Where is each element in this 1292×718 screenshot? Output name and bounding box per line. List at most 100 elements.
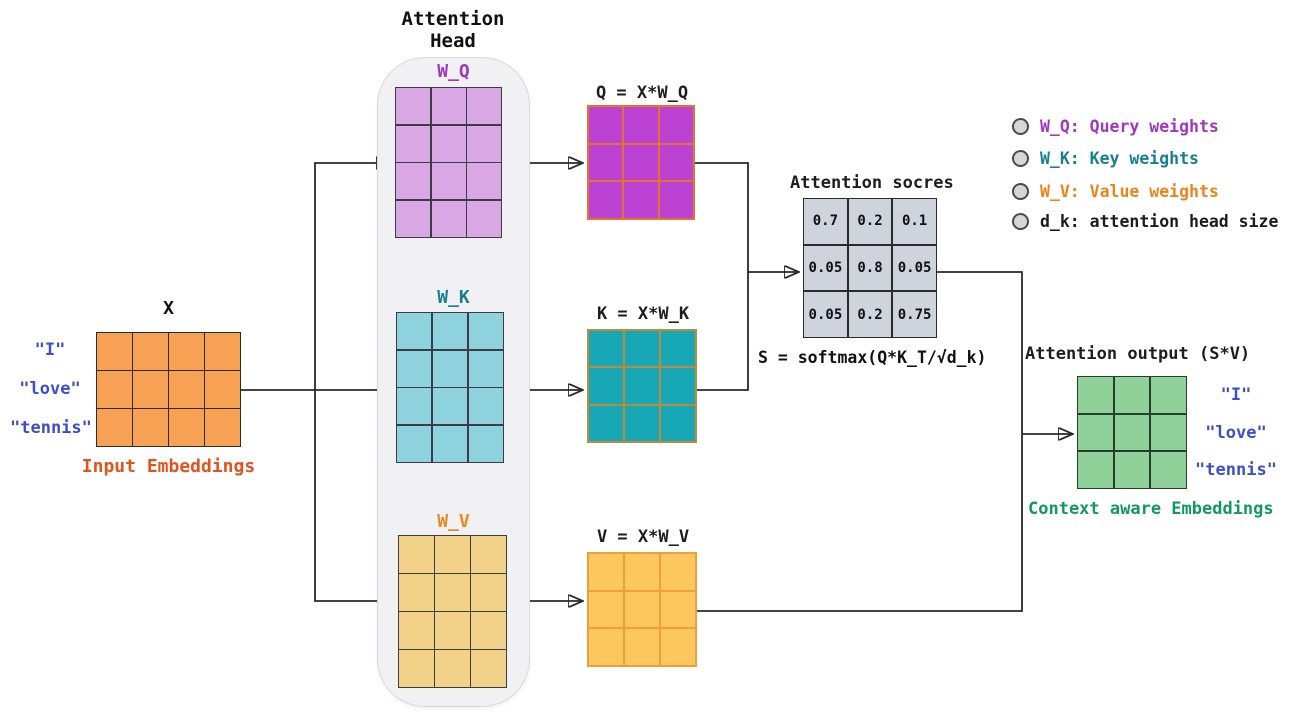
legend-label: W_V: Value weights [1040, 182, 1219, 201]
matrix-cell [589, 144, 623, 181]
legend-item-dk: d_k: attention head size [1012, 212, 1278, 231]
input-row-label: "I" [34, 340, 66, 360]
scores-title: Attention socres [790, 173, 954, 193]
legend-bullet-icon [1012, 213, 1029, 230]
output-row-label: "tennis" [1195, 460, 1277, 480]
matrix-cell [625, 629, 659, 665]
input-caption: Input Embeddings [81, 456, 256, 477]
matrix-cell [397, 350, 432, 387]
matrix-cell [625, 591, 659, 628]
matrix-cell [625, 554, 659, 590]
matrix-cell [435, 574, 470, 611]
matrix-cell [468, 388, 503, 425]
matrix-cell [467, 200, 501, 237]
matrix-cell [432, 313, 468, 350]
wire-k-to-scores [697, 272, 749, 391]
matrix-cell [471, 574, 506, 611]
matrix-cell [661, 368, 695, 404]
matrix-cell: 0.2 [848, 292, 892, 337]
matrix-cell [661, 629, 695, 665]
output-title: Attention output (S*V) [1025, 344, 1251, 364]
matrix-cell [397, 425, 432, 462]
matrix-cell [1078, 452, 1113, 488]
matrix-cell [397, 313, 432, 350]
q-label: Q = X*W_Q [595, 83, 689, 103]
matrix-cell [625, 405, 659, 441]
matrix-cell [169, 333, 204, 370]
matrix-cell [97, 333, 132, 370]
matrix-cell: 0.8 [848, 245, 892, 291]
matrix-cell [589, 629, 623, 665]
matrix-cell [133, 409, 168, 446]
matrix-cell [432, 425, 468, 462]
legend-label: W_K: Key weights [1040, 149, 1199, 168]
matrix-cell [97, 409, 132, 446]
matrix-cell: 0.75 [893, 292, 936, 337]
matrix-cell [396, 200, 430, 237]
matrix-cell [468, 425, 503, 462]
matrix-cell [1114, 377, 1150, 413]
matrix-cell [399, 574, 434, 611]
matrix-cell [432, 388, 468, 425]
wv-matrix [398, 535, 507, 688]
legend-label: d_k: attention head size [1040, 212, 1279, 231]
legend-bullet-icon [1012, 118, 1029, 135]
matrix-cell [1114, 414, 1150, 451]
matrix-cell [397, 388, 432, 425]
q-matrix [587, 105, 695, 220]
matrix-cell [624, 182, 658, 218]
wq-label: W_Q [437, 61, 470, 82]
input-row-label: "tennis" [10, 418, 92, 438]
wq-matrix [395, 87, 502, 238]
matrix-cell [659, 182, 693, 218]
k-matrix [587, 329, 697, 443]
matrix-cell [399, 612, 434, 649]
v-matrix [587, 552, 697, 667]
matrix-cell [589, 591, 623, 628]
matrix-cell [1151, 377, 1186, 413]
matrix-cell [589, 182, 623, 218]
matrix-cell [467, 163, 501, 200]
matrix-cell [431, 163, 466, 200]
matrix-cell [399, 536, 434, 573]
matrix-cell [435, 612, 470, 649]
matrix-cell [1078, 377, 1113, 413]
matrix-cell [589, 107, 623, 143]
matrix-cell [1151, 452, 1186, 488]
v-label: V = X*W_V [596, 527, 690, 547]
output-caption: Context aware Embeddings [1028, 499, 1274, 519]
matrix-cell [396, 88, 430, 125]
matrix-cell [471, 612, 506, 649]
matrix-cell [589, 554, 623, 590]
legend-item-wq: W_Q: Query weights [1012, 117, 1219, 136]
wk-label: W_K [437, 287, 470, 308]
legend-label: W_Q: Query weights [1040, 117, 1219, 136]
matrix-cell [467, 88, 501, 125]
matrix-cell [133, 371, 168, 408]
matrix-cell: 0.05 [804, 292, 847, 337]
matrix-cell [435, 650, 470, 687]
input-row-label: "love" [19, 379, 81, 399]
matrix-cell [661, 554, 695, 590]
k-label: K = X*W_K [596, 304, 690, 324]
matrix-cell [399, 650, 434, 687]
matrix-cell: 0.05 [893, 245, 936, 291]
matrix-cell [431, 125, 466, 162]
matrix-cell [624, 107, 658, 143]
matrix-cell [169, 409, 204, 446]
matrix-cell [205, 409, 240, 446]
matrix-cell [661, 405, 695, 441]
legend-bullet-icon [1012, 183, 1029, 200]
legend-item-wk: W_K: Key weights [1012, 149, 1199, 168]
matrix-cell [659, 144, 693, 181]
matrix-cell [432, 350, 468, 387]
output-row-label: "I" [1220, 385, 1252, 405]
matrix-cell [169, 371, 204, 408]
matrix-cell [1078, 414, 1113, 451]
matrix-cell [1151, 414, 1186, 451]
matrix-cell [468, 350, 503, 387]
matrix-cell [589, 405, 623, 441]
output-row-label: "love" [1205, 423, 1267, 443]
